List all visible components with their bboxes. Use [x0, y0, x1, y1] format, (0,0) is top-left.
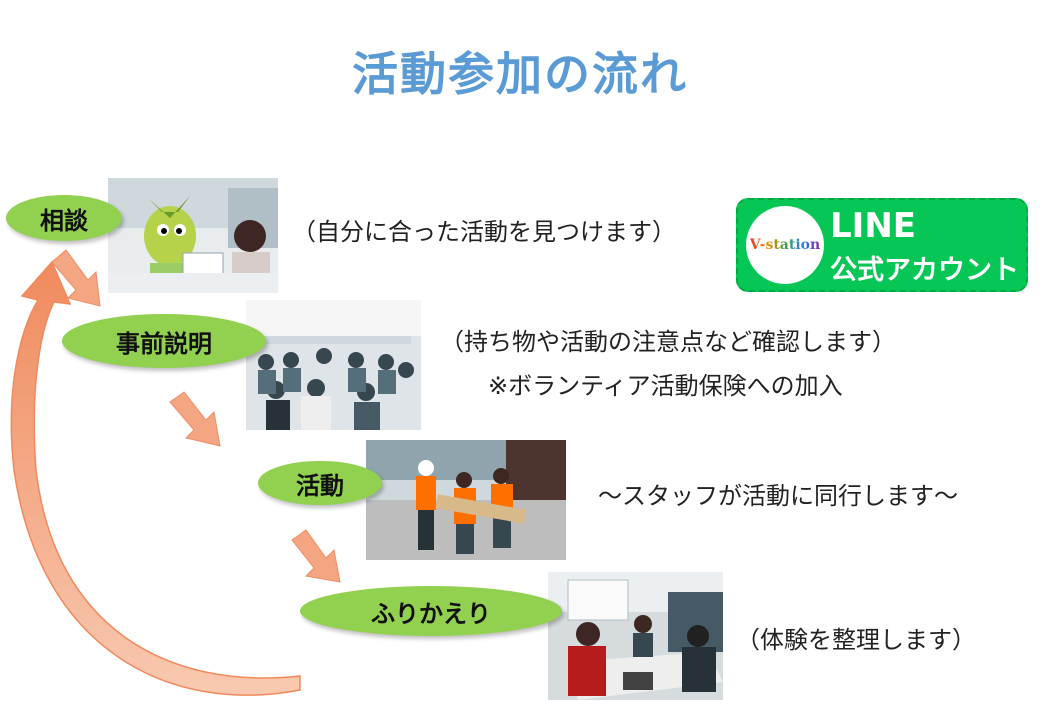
line-badge-title: LINE: [830, 206, 916, 246]
photo-reflection: [548, 572, 723, 700]
briefing-image: [246, 300, 421, 430]
consultation-image: [108, 178, 278, 293]
step-pill-activity: 活動: [258, 461, 382, 505]
step-pill-briefing: 事前説明: [62, 314, 266, 368]
photo-consultation: [108, 178, 278, 293]
step-desc-consultation: （自分に合った活動を見つけます）: [292, 218, 676, 246]
step-desc-activity: 〜スタッフが活動に同行します〜: [598, 482, 958, 510]
step-pill-consultation: 相談: [6, 195, 122, 241]
vstation-logo-text: V-station: [749, 237, 821, 253]
arrow-2-3: [169, 391, 221, 447]
arrow-1-2: [51, 249, 101, 307]
step-note-briefing: ※ボランティア活動保険への加入: [488, 372, 843, 400]
line-official-account-badge[interactable]: V-station LINE 公式アカウント: [736, 198, 1028, 292]
line-badge-subtitle: 公式アカウント: [830, 255, 1019, 286]
activity-image: [366, 440, 566, 560]
reflection-image: [548, 572, 723, 700]
step-desc-briefing: （持ち物や活動の注意点など確認します）: [440, 328, 896, 356]
step-pill-reflection: ふりかえり: [300, 586, 562, 636]
arrow-3-4: [291, 529, 341, 583]
photo-activity: [366, 440, 566, 560]
vstation-logo: V-station: [746, 206, 824, 284]
photo-briefing: [246, 300, 421, 430]
page-title: 活動参加の流れ: [352, 47, 688, 101]
step-desc-reflection: （体験を整理します）: [736, 626, 976, 654]
